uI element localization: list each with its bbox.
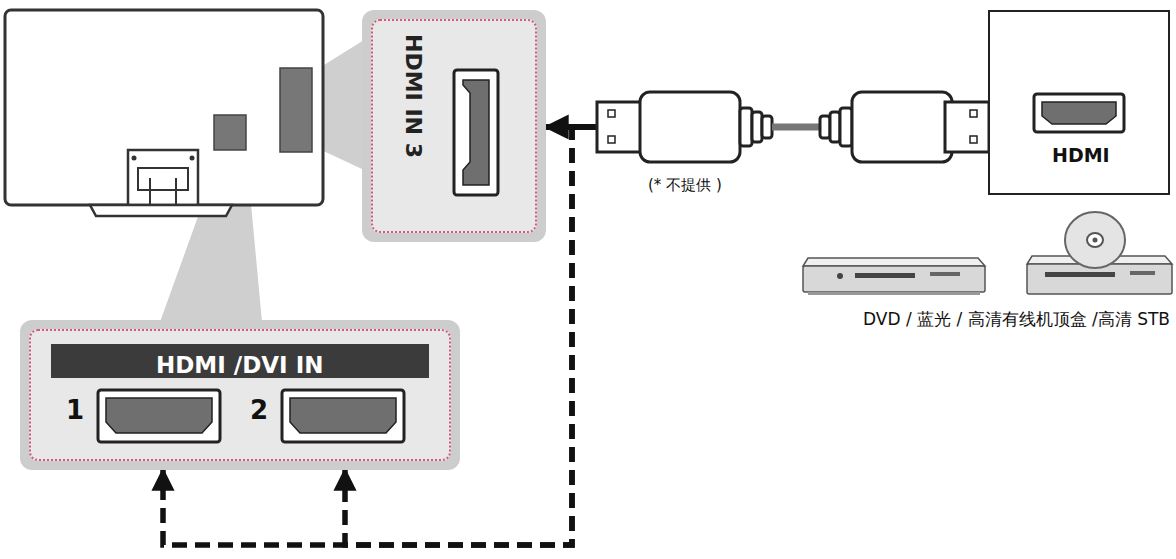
source-device-box: HDMI [988,10,1170,195]
port-title: HDMI IN 3 [401,34,426,158]
hdmi-in-3-callout: HDMI IN 3 [362,10,546,242]
port-title: HDMI /DVI IN [156,352,323,378]
tv-back [5,10,323,216]
header-bar [51,344,429,378]
hdmi-port [362,10,546,242]
note-text: (* 不提供 ) [648,176,722,195]
port-label: HDMI [1052,144,1110,166]
port-number: 2 [250,395,268,425]
port-number: 1 [66,395,84,425]
hdmi-port [990,12,1172,197]
note-text: DVD / 蓝光 / 高清有线机顶盒 /高清 STB [863,308,1170,331]
disc-player [1027,212,1172,294]
hdmi-cable [597,92,989,162]
dvd-player [803,258,985,295]
hdmi-port [20,320,460,470]
hdmi-dvi-in-callout: HDMI /DVI IN [20,320,460,470]
